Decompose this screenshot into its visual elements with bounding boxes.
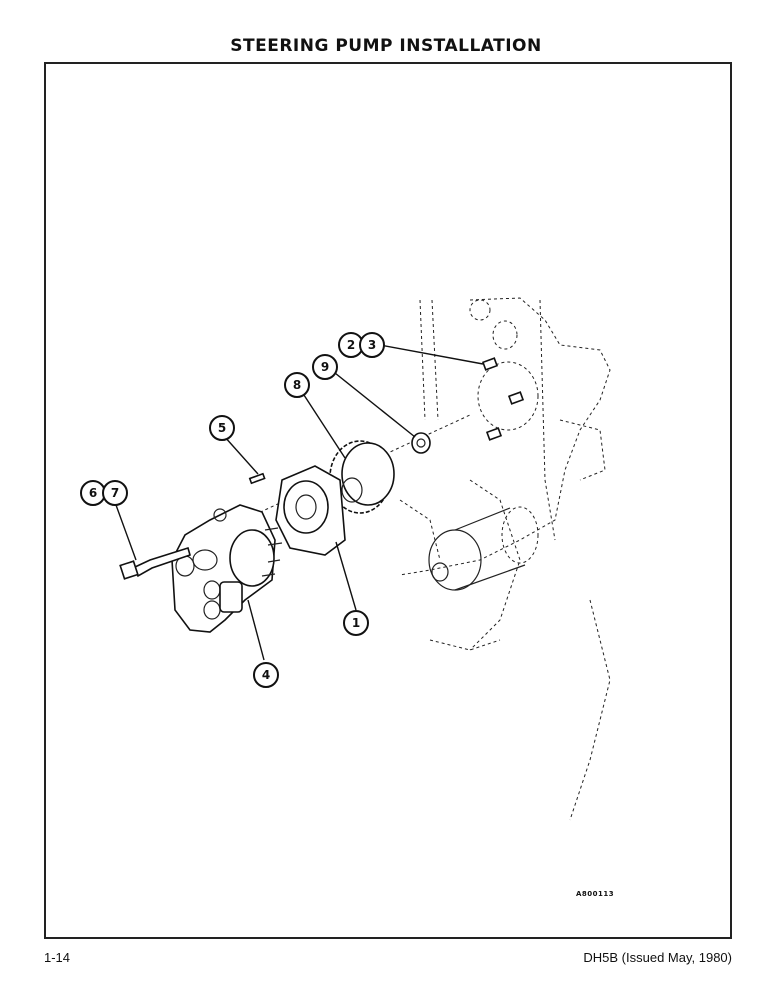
svg-text:2: 2 [347, 338, 355, 352]
svg-text:8: 8 [293, 378, 301, 392]
page-number: 1-14 [44, 950, 71, 965]
callout-9: 9 [312, 354, 338, 380]
mounting-studs [481, 357, 525, 441]
svg-text:9: 9 [321, 360, 329, 374]
woodruff-key [248, 472, 266, 485]
leader-1 [335, 541, 357, 611]
figure-frame [44, 62, 732, 939]
leader-8 [301, 391, 346, 459]
document-id: DH5B (Issued May, 1980) [583, 950, 732, 965]
leader-9 [334, 372, 416, 438]
leader-5 [223, 435, 259, 475]
callout-7: 7 [102, 480, 128, 506]
leader-4 [247, 599, 265, 661]
leader-2-3 [379, 344, 484, 365]
callout-1: 1 [343, 610, 369, 636]
callout-6: 6 [80, 480, 106, 506]
callout-8: 8 [284, 372, 310, 398]
callout-3: 3 [359, 332, 385, 358]
svg-text:6: 6 [89, 486, 97, 500]
svg-text:7: 7 [111, 486, 119, 500]
callout-4: 4 [253, 662, 279, 688]
callout-5: 5 [209, 415, 235, 441]
adapter-plate [275, 465, 346, 556]
svg-text:3: 3 [368, 338, 376, 352]
leader-6-7 [115, 504, 137, 561]
page-title: STEERING PUMP INSTALLATION [230, 36, 542, 56]
svg-text:1: 1 [352, 616, 360, 630]
steering-pump [171, 504, 283, 633]
svg-text:5: 5 [218, 421, 226, 435]
figure-reference: A800113 [576, 890, 615, 898]
gear-nut [411, 432, 431, 454]
engine-block-outline [399, 297, 611, 821]
svg-text:4: 4 [262, 668, 270, 682]
drive-gear [329, 440, 395, 514]
mounting-bolt [119, 546, 191, 580]
